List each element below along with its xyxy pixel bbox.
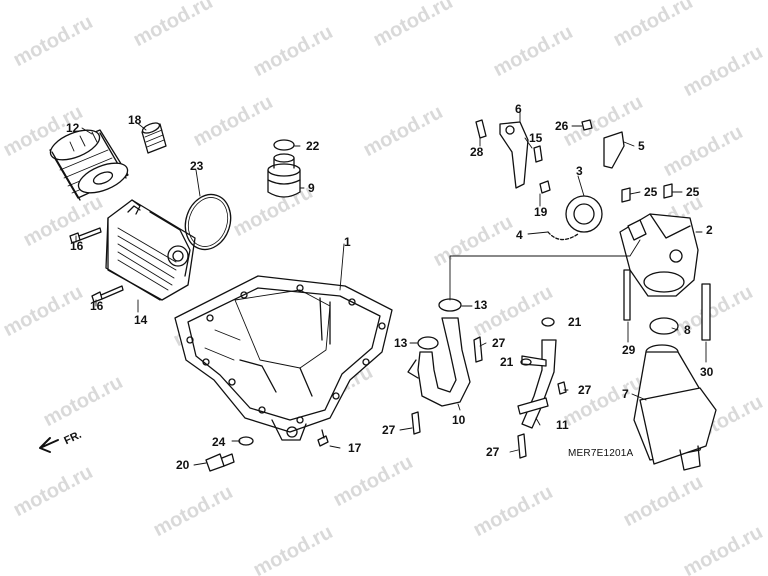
dowel-pin-25	[621, 187, 631, 203]
callout-15: 15	[529, 131, 543, 145]
drive-chain	[547, 231, 579, 241]
bolt-27	[473, 336, 483, 363]
bolt	[91, 285, 124, 303]
oil-pipe-11	[517, 339, 557, 429]
callout-16: 16	[90, 299, 104, 313]
o-ring-small	[273, 139, 295, 151]
callout-19: 19	[534, 205, 548, 219]
oil-filter	[49, 129, 129, 201]
callout-25: 25	[686, 185, 700, 199]
callout-14: 14	[134, 313, 148, 327]
oil-pump	[619, 213, 699, 297]
chain-tensioner	[603, 131, 625, 169]
callout-3: 3	[576, 164, 583, 178]
o-ring-21	[541, 317, 555, 327]
o-ring-21	[520, 358, 532, 366]
callout-30: 30	[700, 365, 714, 379]
callout-18: 18	[128, 113, 142, 127]
callout-7: 7	[622, 387, 629, 401]
callout-27: 27	[382, 423, 396, 437]
bolt-27	[517, 433, 527, 459]
hollow-bolt	[141, 122, 167, 154]
callout-24: 24	[212, 435, 226, 449]
callout-17: 17	[348, 441, 362, 455]
oil-strainer	[633, 344, 717, 471]
callout-27: 27	[578, 383, 592, 397]
oil-pipe	[407, 317, 471, 407]
diagram-code: MER7E1201A	[568, 448, 634, 459]
callout-9: 9	[308, 181, 315, 195]
drain-bolt	[205, 453, 235, 472]
sealing-washer	[238, 436, 254, 446]
callout-12: 12	[66, 121, 80, 135]
callout-5: 5	[638, 139, 645, 153]
callout-22: 22	[306, 139, 320, 153]
bolt-17	[317, 429, 329, 447]
bolt-26	[581, 119, 593, 131]
callout-23: 23	[190, 159, 204, 173]
o-ring-8	[649, 317, 679, 335]
oil-pan	[174, 275, 393, 441]
callout-16: 16	[70, 239, 84, 253]
callout-13: 13	[394, 336, 408, 350]
leader-lines	[75, 111, 707, 466]
bolt-29	[623, 269, 631, 321]
callout-10: 10	[452, 413, 466, 427]
callout-6: 6	[515, 102, 522, 116]
o-ring-13	[438, 298, 462, 312]
pump-sprocket-hub	[573, 203, 595, 225]
chain-guide	[475, 119, 543, 189]
bolt-19	[539, 180, 551, 194]
pump-sprocket	[565, 195, 603, 233]
group-bracket	[449, 239, 641, 301]
o-ring-13	[417, 336, 439, 350]
callout-21: 21	[500, 355, 514, 369]
bolt-27	[411, 411, 421, 435]
front-arrow-icon	[39, 437, 59, 453]
callout-26: 26	[555, 119, 569, 133]
o-ring-large-inner	[187, 197, 229, 247]
callout-29: 29	[622, 343, 636, 357]
callout-11: 11	[556, 418, 569, 432]
callout-27: 27	[492, 336, 506, 350]
o-ring-large	[184, 193, 232, 251]
callout-28: 28	[470, 145, 484, 159]
callout-2: 2	[706, 223, 713, 237]
callout-21: 21	[568, 315, 582, 329]
bolt-27	[557, 381, 567, 395]
bolt-30	[701, 283, 711, 341]
callout-25: 25	[644, 185, 658, 199]
callout-20: 20	[176, 458, 190, 472]
bolt	[69, 227, 102, 244]
callout-8: 8	[684, 323, 691, 337]
dowel-pin-25	[663, 183, 673, 199]
callout-1: 1	[344, 235, 351, 249]
oil-cooler	[105, 199, 196, 301]
callout-13: 13	[474, 298, 488, 312]
callout-27: 27	[486, 445, 500, 459]
relief-valve	[267, 153, 301, 198]
callout-4: 4	[516, 228, 523, 242]
